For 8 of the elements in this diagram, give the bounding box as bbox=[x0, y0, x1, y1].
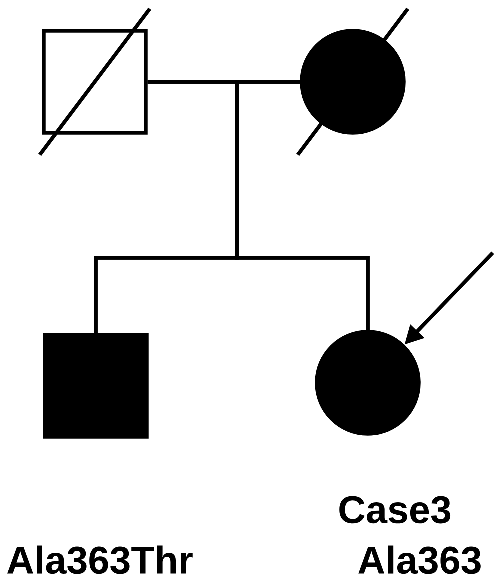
genotype-label: Ala363Thr bbox=[7, 546, 193, 574]
square-symbol bbox=[43, 333, 149, 439]
circle-symbol bbox=[315, 330, 421, 436]
descent-line bbox=[235, 80, 370, 330]
genotype-label: Case3 bbox=[340, 496, 451, 524]
deceased-square-symbol bbox=[38, 8, 152, 156]
genotype-label: Ala363 bbox=[358, 546, 481, 574]
deceased-circle-symbol bbox=[296, 8, 410, 156]
